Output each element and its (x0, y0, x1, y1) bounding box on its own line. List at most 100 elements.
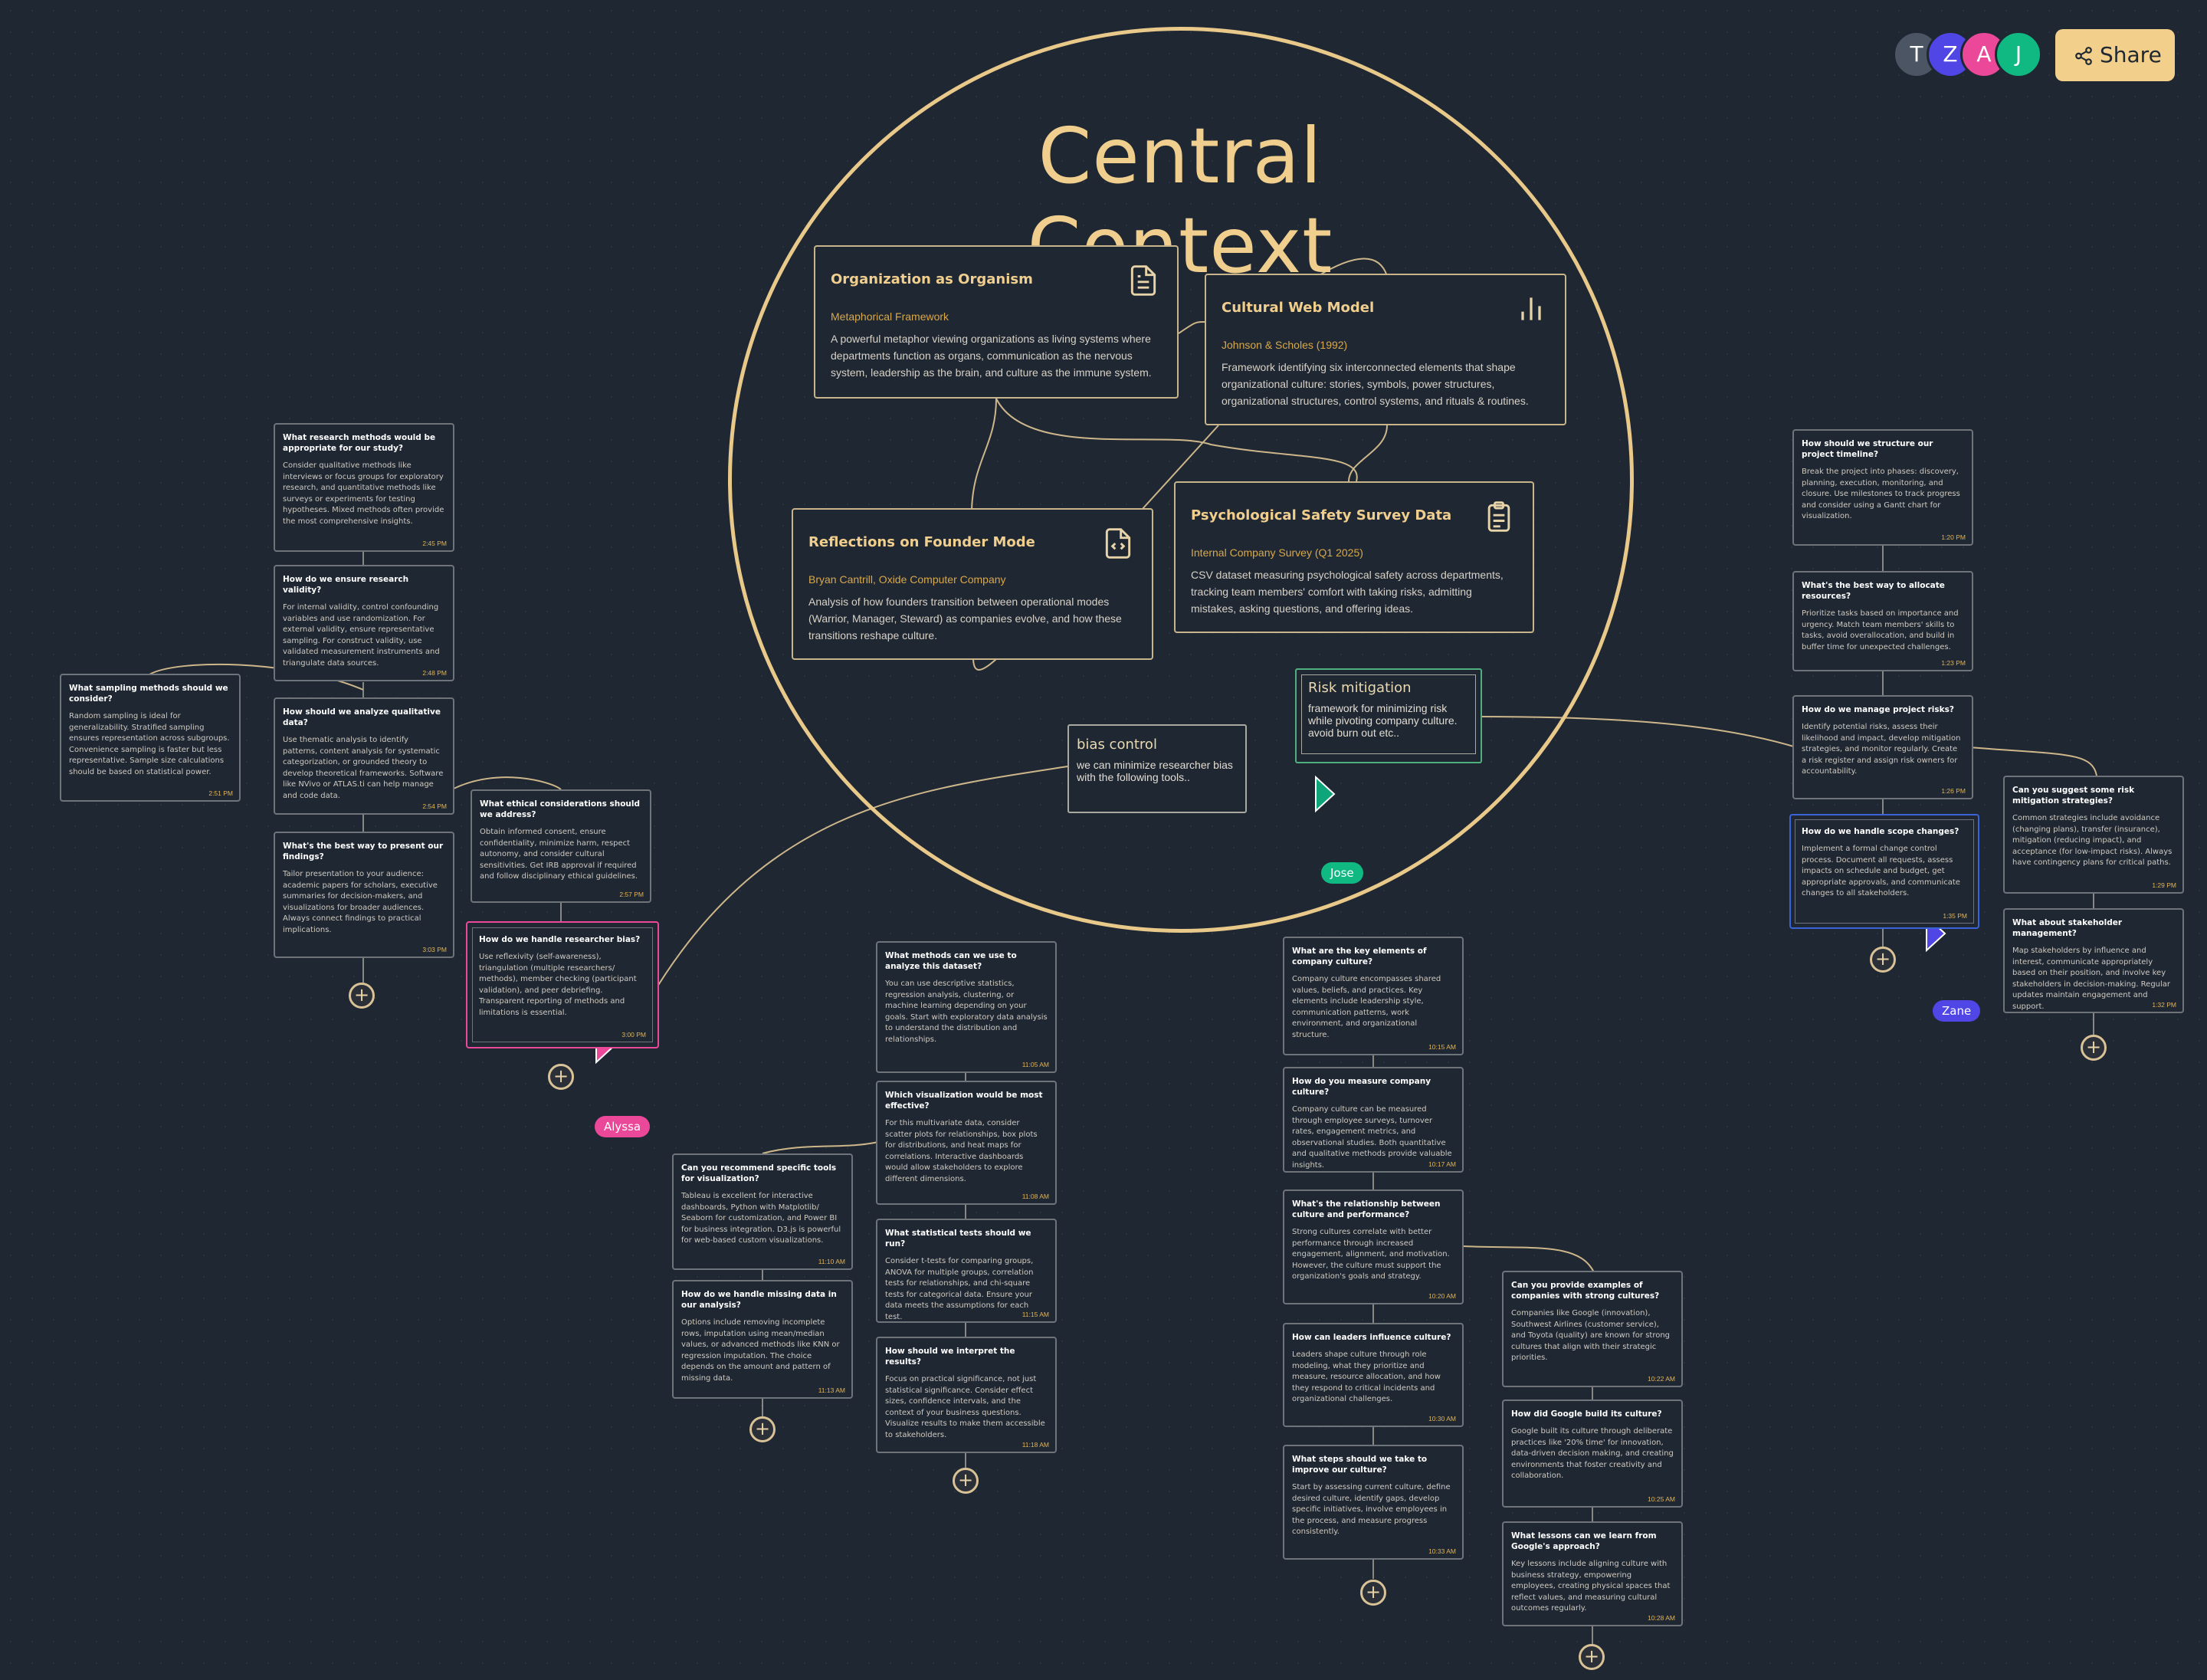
question-text: How do we ensure research validity? (283, 575, 409, 595)
question-card[interactable]: Can you recommend specific tools for vis… (672, 1153, 853, 1270)
question-card[interactable]: How can leaders influence culture? Leade… (1283, 1323, 1464, 1427)
question-card-selected[interactable]: How do we handle researcher bias? Use re… (466, 921, 659, 1048)
timestamp: 2:57 PM (619, 891, 644, 898)
question-text: What sampling methods should we consider… (69, 684, 228, 704)
timestamp: 11:18 AM (1022, 1441, 1049, 1449)
question-card[interactable]: What methods can we use to analyze this … (876, 941, 1057, 1073)
question-card[interactable]: How should we structure our project time… (1792, 429, 1973, 546)
timestamp: 2:45 PM (422, 540, 447, 547)
card-title: Reflections on Founder Mode (808, 534, 1035, 550)
question-card[interactable]: How should we interpret the results? Foc… (876, 1337, 1057, 1453)
answer-text: Start by assessing current culture, defi… (1292, 1483, 1451, 1536)
share-button[interactable]: Share (2055, 29, 2175, 81)
add-question-button[interactable]: + (349, 983, 375, 1009)
question-text: What about stakeholder management? (2012, 918, 2123, 938)
answer-text: Strong cultures correlate with better pe… (1292, 1228, 1450, 1281)
question-card[interactable]: How did Google build its culture? Google… (1502, 1399, 1683, 1508)
question-card[interactable]: What's the best way to present our findi… (274, 832, 454, 958)
central-context-circle[interactable] (728, 27, 1634, 933)
clipboard-icon (1487, 501, 1510, 532)
question-text: How do we handle researcher bias? (479, 935, 641, 944)
question-card[interactable]: What's the relationship between culture … (1283, 1189, 1464, 1304)
cursor-label-alyssa: Alyssa (595, 1116, 651, 1137)
question-card[interactable]: What steps should we take to improve our… (1283, 1445, 1464, 1560)
question-card[interactable]: What are the key elements of company cul… (1283, 937, 1464, 1055)
code-file-icon (1105, 528, 1131, 559)
note-title: bias control (1077, 737, 1157, 753)
add-question-button[interactable]: + (1360, 1580, 1386, 1606)
question-card[interactable]: What sampling methods should we consider… (60, 674, 241, 802)
context-card-psych-safety[interactable]: Psychological Safety Survey Data Interna… (1174, 481, 1534, 633)
question-card[interactable]: How do you measure company culture? Comp… (1283, 1067, 1464, 1173)
timestamp: 3:03 PM (422, 946, 447, 953)
timestamp: 2:48 PM (422, 669, 447, 677)
question-card[interactable]: Which visualization would be most effect… (876, 1081, 1057, 1205)
answer-text: Common strategies include avoidance (cha… (2012, 814, 2173, 867)
note-risk-mitigation[interactable]: Risk mitigation framework for minimizing… (1295, 668, 1482, 763)
answer-text: Implement a formal change control proces… (1802, 845, 1960, 897)
question-text: Can you suggest some risk mitigation str… (2012, 786, 2135, 806)
add-question-button[interactable]: + (1870, 947, 1896, 973)
add-question-button[interactable]: + (749, 1416, 776, 1442)
answer-text: Options include removing incomplete rows… (681, 1318, 840, 1383)
question-text: How can leaders influence culture? (1292, 1333, 1451, 1342)
answer-text: Company culture can be measured through … (1292, 1105, 1452, 1170)
timestamp: 11:05 AM (1022, 1061, 1049, 1068)
timestamp: 10:33 AM (1428, 1547, 1456, 1555)
add-question-button[interactable]: + (2081, 1035, 2107, 1061)
question-text: What are the key elements of company cul… (1292, 947, 1427, 966)
question-card[interactable]: What's the best way to allocate resource… (1792, 571, 1973, 671)
question-text: What ethical considerations should we ad… (480, 799, 641, 819)
card-title: Organization as Organism (831, 271, 1033, 287)
timestamp: 11:10 AM (818, 1258, 845, 1265)
context-card-founder-mode[interactable]: Reflections on Founder Mode Bryan Cantri… (792, 508, 1153, 660)
timestamp: 2:54 PM (422, 802, 447, 810)
card-subtitle: Metaphorical Framework (831, 310, 949, 323)
card-subtitle: Johnson & Scholes (1992) (1222, 339, 1348, 351)
question-text: What's the relationship between culture … (1292, 1199, 1441, 1219)
document-icon (1130, 265, 1156, 296)
question-card[interactable]: What statistical tests should we run? Co… (876, 1219, 1057, 1323)
question-text: What steps should we take to improve our… (1292, 1455, 1428, 1475)
question-card[interactable]: What about stakeholder management? Map s… (2003, 908, 2184, 1013)
card-description: Analysis of how founders transition betw… (808, 596, 1122, 641)
answer-text: Company culture encompasses shared value… (1292, 975, 1441, 1039)
timestamp: 2:51 PM (208, 789, 233, 797)
question-card[interactable]: How do we manage project risks? Identify… (1792, 695, 1973, 799)
note-bias-control[interactable]: bias control we can minimize researcher … (1067, 724, 1247, 813)
question-text: How do we handle missing data in our ana… (681, 1290, 837, 1310)
question-text: How should we interpret the results? (885, 1347, 1015, 1367)
context-card-cultural-web[interactable]: Cultural Web Model Johnson & Scholes (19… (1205, 274, 1566, 425)
answer-text: You can use descriptive statistics, regr… (885, 979, 1048, 1044)
question-text: Which visualization would be most effect… (885, 1091, 1043, 1111)
question-card[interactable]: Can you suggest some risk mitigation str… (2003, 776, 2184, 894)
cursor-jose (1315, 776, 1336, 813)
add-question-button[interactable]: + (1579, 1644, 1605, 1670)
answer-text: For internal validity, control confoundi… (283, 603, 440, 668)
card-inner: How do we handle researcher bias? Use re… (472, 927, 653, 1042)
question-card[interactable]: How do we ensure research validity? For … (274, 565, 454, 681)
answer-text: Consider t-tests for comparing groups, A… (885, 1257, 1034, 1321)
answer-text: Key lessons include aligning culture wit… (1511, 1560, 1671, 1613)
question-card[interactable]: What ethical considerations should we ad… (471, 789, 651, 903)
answer-text: Map stakeholders by influence and intere… (2012, 947, 2171, 1011)
question-text: What's the best way to present our findi… (283, 842, 444, 861)
question-card[interactable]: How should we analyze qualitative data? … (274, 697, 454, 815)
question-card[interactable]: What research methods would be appropria… (274, 423, 454, 552)
answer-text: For this multivariate data, consider sca… (885, 1119, 1038, 1183)
context-card-organization[interactable]: Organization as Organism Metaphorical Fr… (814, 245, 1179, 399)
card-subtitle: Bryan Cantrill, Oxide Computer Company (808, 573, 1006, 586)
bar-chart-icon (1521, 297, 1541, 320)
timestamp: 11:08 AM (1022, 1193, 1049, 1200)
avatar[interactable]: J (1995, 31, 2042, 78)
timestamp: 1:26 PM (1941, 787, 1966, 795)
question-text: How do you measure company culture? (1292, 1077, 1431, 1097)
add-question-button[interactable]: + (548, 1064, 574, 1090)
question-card-selected[interactable]: How do we handle scope changes? Implemen… (1789, 814, 1979, 929)
answer-text: Leaders shape culture through role model… (1292, 1350, 1441, 1403)
question-card[interactable]: What lessons can we learn from Google's … (1502, 1521, 1683, 1626)
question-card[interactable]: How do we handle missing data in our ana… (672, 1280, 853, 1399)
question-card[interactable]: Can you provide examples of companies wi… (1502, 1271, 1683, 1387)
add-question-button[interactable]: + (953, 1468, 979, 1494)
